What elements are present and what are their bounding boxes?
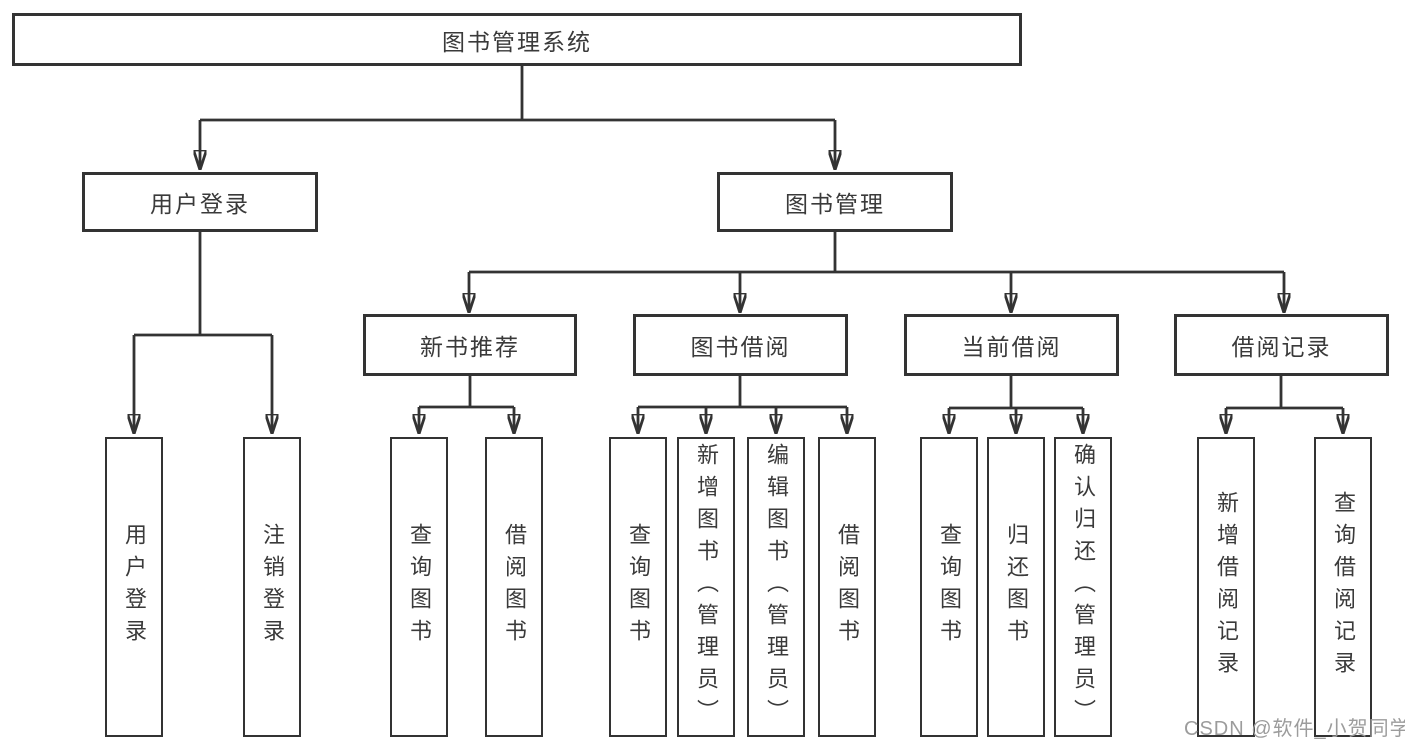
leaf-borrow-query-books: 查询图书 — [609, 437, 667, 737]
node-book-management-branch: 图书管理 — [717, 172, 953, 232]
node-label: 图书借阅 — [690, 334, 791, 360]
leaf-label: 借阅图书 — [835, 523, 860, 651]
node-root-system: 图书管理系统 — [12, 13, 1022, 66]
leaf-label: 归还图书 — [1004, 523, 1029, 651]
leaf-borrow-add-books-admin: 新增图书（管理员） — [677, 437, 735, 737]
leaf-label: 新增借阅记录 — [1214, 491, 1239, 683]
node-label: 新书推荐 — [420, 334, 520, 360]
leaf-user-login: 用户登录 — [105, 437, 163, 737]
node-borrow-records: 借阅记录 — [1174, 314, 1389, 376]
leaf-records-add-record: 新增借阅记录 — [1197, 437, 1255, 737]
leaf-label: 确认归还（管理员） — [1071, 443, 1096, 731]
node-label: 图书管理系统 — [442, 28, 592, 55]
leaf-label: 查询借阅记录 — [1331, 491, 1356, 683]
node-user-login-branch: 用户登录 — [82, 172, 318, 232]
node-new-book-recommend: 新书推荐 — [363, 314, 577, 376]
leaf-borrow-borrow-books: 借阅图书 — [818, 437, 876, 737]
leaf-label: 查询图书 — [626, 523, 651, 651]
leaf-label: 用户登录 — [122, 523, 147, 651]
leaf-current-query-books: 查询图书 — [920, 437, 978, 737]
leaf-label: 查询图书 — [407, 523, 432, 651]
node-current-borrow: 当前借阅 — [904, 314, 1119, 376]
leaf-recommend-borrow-books: 借阅图书 — [485, 437, 543, 737]
leaf-logout: 注销登录 — [243, 437, 301, 737]
leaf-label: 新增图书（管理员） — [694, 443, 719, 731]
leaf-current-confirm-return-admin: 确认归还（管理员） — [1054, 437, 1112, 737]
leaf-label: 借阅图书 — [502, 523, 527, 651]
leaf-label: 注销登录 — [260, 523, 285, 651]
node-label: 当前借阅 — [961, 334, 1062, 360]
leaf-borrow-edit-books-admin: 编辑图书（管理员） — [747, 437, 805, 737]
node-book-borrow: 图书借阅 — [633, 314, 848, 376]
node-label: 借阅记录 — [1231, 334, 1332, 360]
leaf-recommend-query-books: 查询图书 — [390, 437, 448, 737]
node-label: 图书管理 — [785, 191, 885, 217]
node-label: 用户登录 — [150, 191, 250, 217]
leaf-current-return-books: 归还图书 — [987, 437, 1045, 737]
leaf-label: 编辑图书（管理员） — [764, 443, 789, 731]
csdn-watermark: CSDN @软件_小贺同学 — [1184, 718, 1405, 740]
leaf-records-query-record: 查询借阅记录 — [1314, 437, 1372, 737]
leaf-label: 查询图书 — [937, 523, 962, 651]
